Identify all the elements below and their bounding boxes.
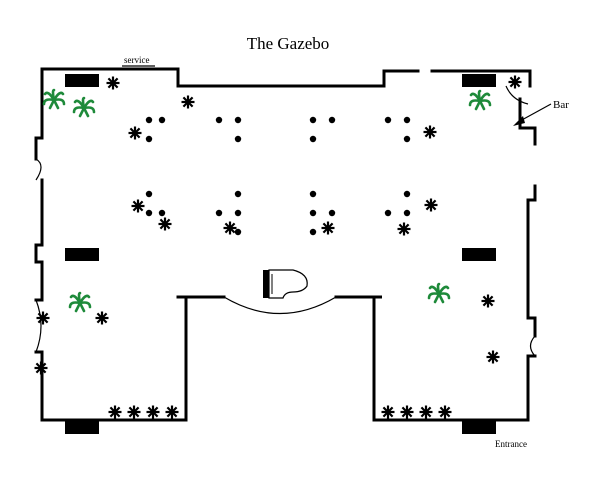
block [462,248,496,261]
table-dot [145,135,153,143]
table-dot [309,228,317,236]
asterisk-chair-icon [158,217,172,231]
block [65,248,99,261]
table-dot [158,209,166,217]
entrance-label: Entrance [495,439,527,449]
table-dot [403,209,411,217]
asterisk-chair-icon [223,221,237,235]
stage-curve [223,296,337,315]
asterisk-chair-icon [481,294,495,308]
service-label: service [124,55,149,65]
palm-plant-icon [427,282,451,304]
asterisk-chair-icon [128,126,142,140]
table-dot [384,209,392,217]
asterisk-chair-icon [486,350,500,364]
speaker-blocks [65,74,496,434]
chairs [34,75,522,419]
table-dot [328,209,336,217]
asterisk-chair-icon [400,405,414,419]
walls [34,67,537,422]
table-dot [234,228,242,236]
palm-plant-icon [42,88,66,110]
palm-plant-icon [68,291,92,313]
table-dot [403,135,411,143]
table-dot [234,190,242,198]
bar-door-arc [505,85,529,105]
grand-piano-icon [263,269,308,299]
table-dot [328,116,336,124]
block [65,421,99,434]
asterisk-chair-icon [424,198,438,212]
asterisk-chair-icon [95,311,109,325]
asterisk-chair-icon [438,405,452,419]
block [462,74,496,87]
table-dot [309,209,317,217]
asterisk-chair-icon [36,311,50,325]
plants [42,88,492,313]
table-dot [309,135,317,143]
right-bay-arc [529,335,536,357]
plan-title: The Gazebo [247,34,330,53]
table-dot [384,116,392,124]
table-dot [309,190,317,198]
asterisk-chair-icon [108,405,122,419]
asterisk-chair-icon [131,199,145,213]
palm-plant-icon [72,96,96,118]
asterisk-chair-icon [106,76,120,90]
asterisk-chair-icon [508,75,522,89]
table-dot [145,209,153,217]
asterisk-chair-icon [146,405,160,419]
left-bay-arc [35,299,42,353]
table-dot [215,116,223,124]
table-dot [234,209,242,217]
asterisk-chair-icon [127,405,141,419]
table-dot [158,116,166,124]
palm-plant-icon [468,89,492,111]
asterisk-chair-icon [419,405,433,419]
asterisk-chair-icon [381,405,395,419]
table-dot [403,190,411,198]
asterisk-chair-icon [181,95,195,109]
table-dot [145,190,153,198]
table-dot [145,116,153,124]
asterisk-chair-icon [165,405,179,419]
bar-label: Bar [553,99,569,111]
table-dot [234,135,242,143]
table-dot [234,116,242,124]
block [65,74,99,87]
table-dot [403,116,411,124]
asterisk-chair-icon [397,222,411,236]
asterisk-chair-icon [321,221,335,235]
asterisk-chair-icon [34,361,48,375]
table-dots [145,116,411,236]
left-door-arc [35,158,42,181]
table-dot [215,209,223,217]
table-dot [309,116,317,124]
asterisk-chair-icon [423,125,437,139]
block [462,421,496,434]
